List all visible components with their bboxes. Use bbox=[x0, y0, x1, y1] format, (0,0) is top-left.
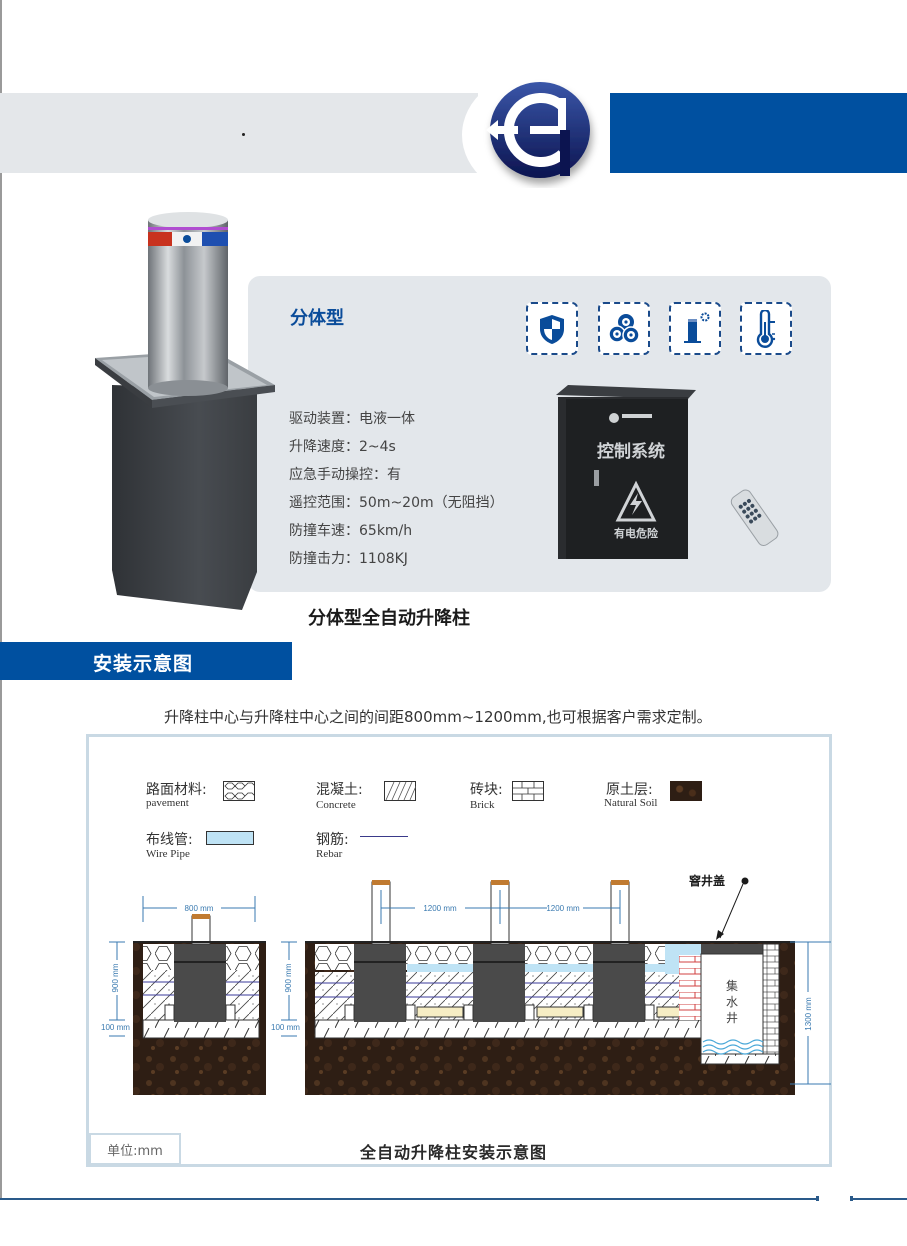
legend-pavement-label: 路面材料: bbox=[146, 782, 207, 798]
bollard-product-image bbox=[95, 212, 275, 610]
legend-rebar-en: Rebar bbox=[316, 848, 343, 860]
spec-list: 驱动装置：电液一体 升降速度：2~4s 应急手动操控：有 遥控范围：50m~20… bbox=[289, 405, 504, 573]
spec-drive: 驱动装置：电液一体 bbox=[289, 411, 415, 427]
company-logo-icon bbox=[486, 82, 590, 178]
spec-manual: 应急手动操控：有 bbox=[289, 467, 401, 483]
legend-rebar-label: 钢筋: bbox=[316, 832, 349, 848]
pavement-swatch-icon bbox=[223, 781, 255, 801]
concrete-swatch-icon bbox=[384, 781, 416, 801]
rebar-swatch-icon bbox=[360, 836, 408, 837]
remote-control-image bbox=[730, 489, 779, 546]
page-edge-line bbox=[0, 0, 2, 1200]
svg-text:900 mm: 900 mm bbox=[284, 963, 293, 992]
spec-crash-force: 防撞击力：1108KJ bbox=[289, 551, 408, 567]
installation-cross-section: 800 mm 900 mm 100 mm 集 水 井 窨井盖 bbox=[101, 873, 831, 1095]
svg-text:集: 集 bbox=[726, 978, 738, 993]
wirepipe-swatch-icon bbox=[206, 831, 254, 845]
svg-text:井: 井 bbox=[726, 1011, 738, 1025]
feature-shield bbox=[526, 302, 578, 355]
product-type-title: 分体型 bbox=[290, 308, 344, 329]
shield-icon bbox=[540, 314, 564, 344]
svg-text:1300 mm: 1300 mm bbox=[804, 997, 813, 1031]
legend-wirepipe-label: 布线管: bbox=[146, 832, 193, 848]
svg-text:窨井盖: 窨井盖 bbox=[689, 873, 725, 888]
svg-text:100 mm: 100 mm bbox=[101, 1023, 130, 1032]
legend-brick-en: Brick bbox=[470, 799, 495, 811]
header-dot bbox=[242, 133, 245, 136]
feature-temperature bbox=[740, 302, 792, 355]
spec-speed: 升降速度：2~4s bbox=[289, 439, 396, 455]
product-caption: 分体型全自动升降柱 bbox=[308, 608, 470, 629]
diagram-caption: 全自动升降柱安装示意图 bbox=[360, 1143, 548, 1162]
footer-rule-left bbox=[0, 1198, 818, 1200]
spec-crash-speed: 防撞车速：65km/h bbox=[289, 523, 413, 539]
bollard-settings-icon bbox=[684, 312, 710, 343]
svg-text:1200 mm: 1200 mm bbox=[423, 904, 457, 913]
section-intro: 升降柱中心与升降柱中心之间的间距800mm~1200mm,也可根据客户需求定制。 bbox=[164, 708, 712, 726]
gears-icon bbox=[608, 313, 640, 344]
svg-text:900 mm: 900 mm bbox=[111, 963, 120, 992]
svg-text:1200 mm: 1200 mm bbox=[546, 904, 580, 913]
svg-text:有电危险: 有电危险 bbox=[614, 526, 659, 540]
legend-wirepipe-en: Wire Pipe bbox=[146, 848, 190, 860]
section-title: 安装示意图 bbox=[93, 653, 194, 675]
svg-text:800 mm: 800 mm bbox=[185, 904, 214, 913]
header-blue-band bbox=[610, 93, 907, 173]
control-box-image: 控制系统 有电危险 bbox=[556, 385, 696, 559]
unit-label: 单位:mm bbox=[89, 1133, 181, 1165]
legend-soil-en: Natural Soil bbox=[604, 797, 658, 809]
legend-concrete-en: Concrete bbox=[316, 799, 356, 811]
legend-pavement-en: pavement bbox=[146, 797, 189, 809]
svg-text:水: 水 bbox=[726, 995, 738, 1009]
control-box-label: 控制系统 bbox=[597, 441, 665, 462]
section-header-bar bbox=[0, 642, 292, 680]
svg-text:100 mm: 100 mm bbox=[271, 1023, 300, 1032]
legend-concrete-label: 混凝土: bbox=[316, 782, 363, 798]
feature-bollard bbox=[669, 302, 721, 355]
thermometer-icon bbox=[756, 309, 776, 348]
brick-swatch-icon bbox=[512, 781, 544, 801]
footer-rule-cap bbox=[816, 1196, 819, 1201]
legend-brick-label: 砖块: bbox=[470, 782, 503, 798]
soil-swatch-icon bbox=[670, 781, 702, 801]
spec-remote-range: 遥控范围：50m~20m（无阻挡） bbox=[289, 495, 504, 511]
legend-soil-label: 原土层: bbox=[606, 782, 653, 798]
header-grey-band bbox=[0, 93, 478, 173]
footer-rule-right bbox=[851, 1198, 907, 1200]
feature-gears bbox=[598, 302, 650, 355]
